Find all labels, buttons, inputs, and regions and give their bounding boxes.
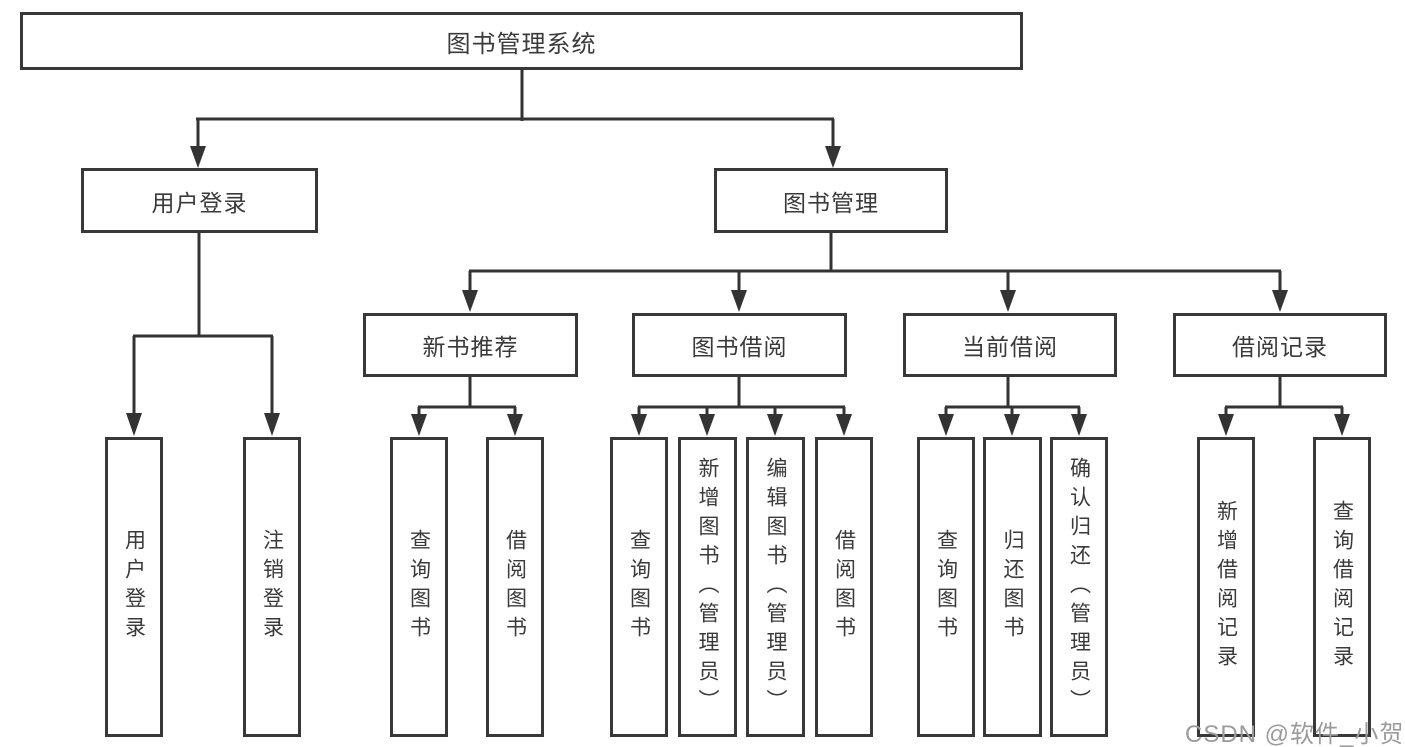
node-current-borrow: 当前借阅 <box>903 313 1117 377</box>
leaf-query-book-2: 查询图书 <box>610 437 668 737</box>
leaf-logout: 注销登录 <box>243 437 301 737</box>
node-borrow-record: 借阅记录 <box>1173 313 1387 377</box>
node-book-borrow: 图书借阅 <box>632 313 847 377</box>
leaf-borrow-book-2: 借阅图书 <box>815 437 873 737</box>
leaf-user-login: 用户登录 <box>105 437 163 737</box>
csdn-watermark: CSDN @软件_小贺同学 <box>1185 721 1405 747</box>
node-book-management: 图书管理 <box>714 168 948 233</box>
node-root-system: 图书管理系统 <box>20 12 1023 70</box>
leaf-query-borrow-record: 查询借阅记录 <box>1313 437 1371 737</box>
leaf-confirm-return-admin: 确认归还（管理员） <box>1050 437 1108 737</box>
leaf-add-borrow-record: 新增借阅记录 <box>1197 437 1255 737</box>
leaf-query-book-3: 查询图书 <box>917 437 975 737</box>
leaf-query-book-1: 查询图书 <box>390 437 448 737</box>
leaf-borrow-book-1: 借阅图书 <box>486 437 544 737</box>
arrowheads <box>126 146 1350 436</box>
leaf-edit-book-admin: 编辑图书（管理员） <box>746 437 805 737</box>
leaf-return-book: 归还图书 <box>983 437 1042 737</box>
leaf-add-book-admin: 新增图书（管理员） <box>678 437 737 737</box>
node-user-login: 用户登录 <box>81 168 318 233</box>
node-new-book-recommend: 新书推荐 <box>363 313 578 377</box>
